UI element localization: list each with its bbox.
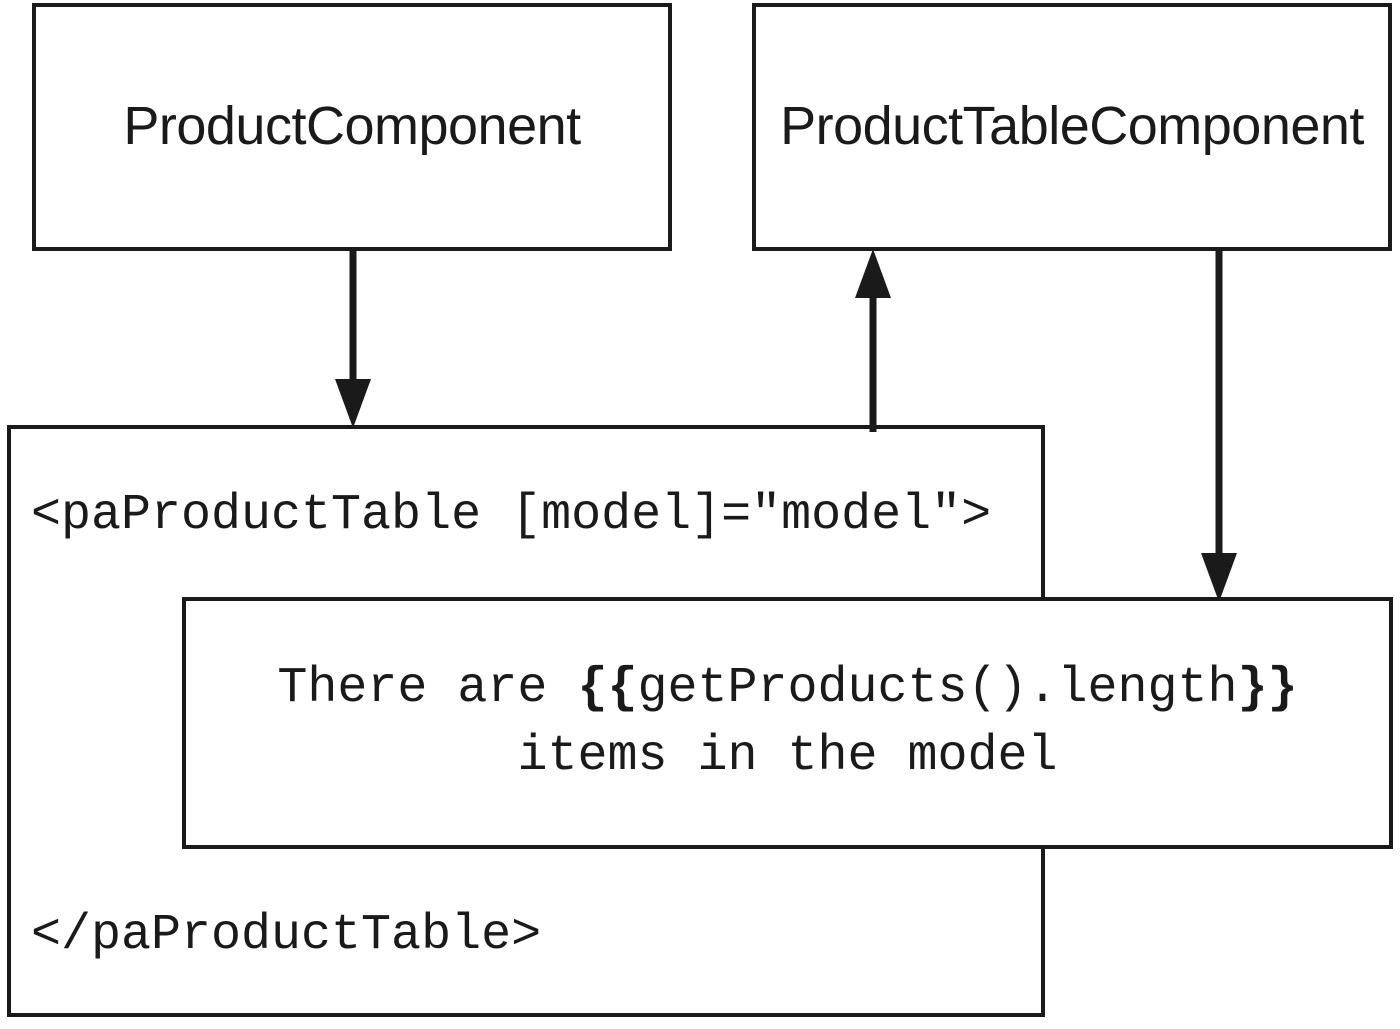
interpolation-open-braces: {{ [577, 660, 638, 717]
node-interpolation-binding: There are {{getProducts().length}} items… [182, 597, 1393, 849]
arrow-up-icon-template-to-product-table-component [855, 249, 891, 432]
node-product-component: ProductComponent [32, 3, 672, 251]
interpolation-line-1: There are {{getProducts().length}} [277, 655, 1297, 723]
interpolation-prefix-text: There are [277, 660, 578, 717]
interpolation-expression-text: getProducts().length [637, 660, 1238, 717]
arrow-down-icon-product-table-component-to-interpolation [1201, 248, 1237, 602]
node-product-component-label: ProductComponent [123, 96, 581, 157]
arrow-down-icon-product-component-to-template [335, 248, 371, 428]
template-open-tag-text: <paProductTable [model]="model"> [31, 487, 992, 544]
interpolation-line-2: items in the model [517, 728, 1058, 785]
template-close-tag-text: </paProductTable> [31, 907, 542, 964]
node-product-table-component: ProductTableComponent [752, 3, 1392, 251]
interpolation-close-braces: }} [1237, 660, 1298, 717]
node-product-table-component-label: ProductTableComponent [780, 96, 1364, 157]
